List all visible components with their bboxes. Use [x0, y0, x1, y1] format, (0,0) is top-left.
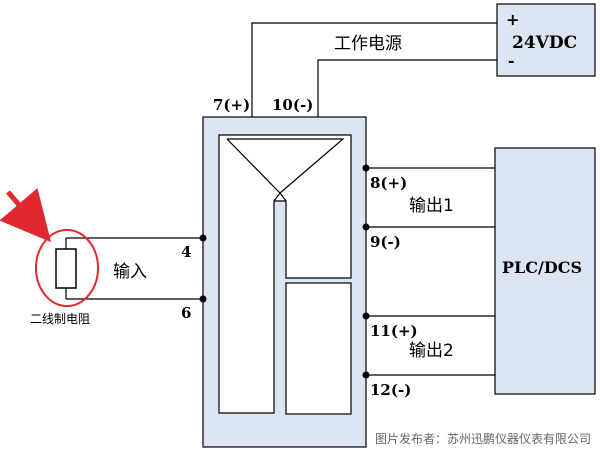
terminal-11-dot	[362, 312, 370, 320]
terminal-6-label: 6	[181, 304, 191, 322]
power-label: 工作电源	[334, 34, 402, 54]
resistor-symbol	[55, 248, 77, 289]
isolator-lower-block	[285, 282, 352, 415]
terminal-11-label: 11(+)	[370, 322, 418, 340]
power-supply-box	[496, 3, 596, 77]
watermark-text: 图片发布者：苏州迅鹏仪器仪表有限公司	[375, 431, 591, 446]
input-label: 输入	[113, 262, 147, 282]
isolator-stem-right	[279, 192, 287, 202]
terminal-12-label: 12(-)	[370, 381, 411, 399]
power-plus-sign: +	[506, 10, 519, 29]
power-minus-sign: -	[508, 51, 515, 70]
terminal-10-label: 10(-)	[272, 96, 313, 114]
power-negative-wire	[317, 59, 497, 135]
pointer-arrow	[0, 187, 52, 243]
isolator-triangle-line	[226, 138, 345, 194]
output-1-label: 输出1	[409, 196, 454, 216]
isolator-stem-left	[273, 192, 281, 202]
terminal-7-label: 7(+)	[213, 96, 250, 114]
terminal-8-label: 8(+)	[370, 174, 407, 192]
terminal-8-dot	[362, 164, 370, 172]
power-positive-wire	[251, 22, 497, 135]
terminal-4-label: 4	[181, 243, 191, 261]
plc-dcs-label: PLC/DCS	[502, 258, 582, 277]
terminal-4-dot	[199, 234, 207, 242]
sensor-label: 二线制电阻	[30, 312, 90, 326]
plc-dcs-box	[494, 147, 596, 395]
terminal-9-dot	[362, 223, 370, 231]
terminal-9-label: 9(-)	[370, 233, 401, 251]
sensor-highlight-ellipse	[35, 229, 99, 307]
power-supply-label: 24VDC	[512, 33, 577, 53]
terminal-12-dot	[362, 371, 370, 379]
terminal-6-dot	[199, 295, 207, 303]
output-2-label: 输出2	[409, 341, 454, 361]
